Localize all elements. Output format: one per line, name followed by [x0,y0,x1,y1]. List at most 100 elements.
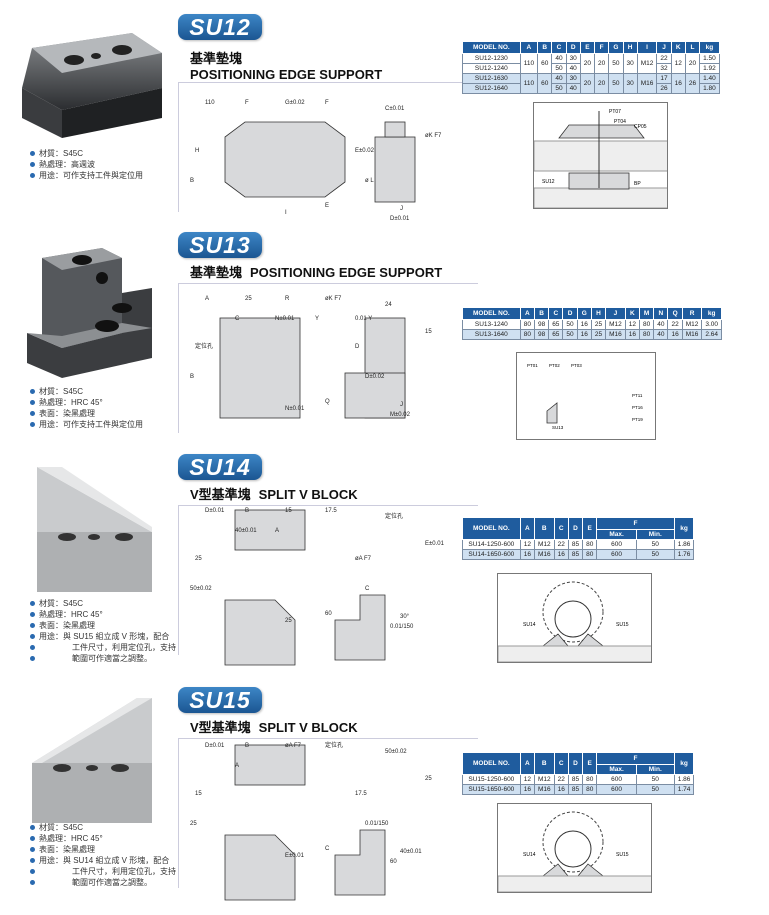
table-cell: 16 [576,329,592,340]
column-header: H [622,41,638,54]
divider [178,505,179,655]
table-cell: 16 [553,549,569,560]
dimension-label: 15 [195,791,202,797]
dimension-label: 50±0.02 [385,749,407,755]
spec-item: 材質：S45C [30,386,143,397]
dimension-label: E±0.01 [425,541,445,547]
table-cell: 98 [533,319,550,330]
spec-item: 材質：S45C [30,148,143,159]
dimension-label: A [235,763,239,769]
column-header: MODEL NO. [462,517,521,540]
dimension-label: 15 [285,508,292,514]
table-cell: 40 [653,329,669,340]
table-cell: 22 [553,774,569,785]
dimension-label: C±0.01 [385,106,405,112]
column-subheader: Min. [635,529,675,540]
dimension-label: øA F7 [355,556,372,562]
dimension-label: A [205,296,209,302]
table-cell: 30 [622,53,638,74]
column-header: I [636,41,658,54]
table-cell: 40 [565,83,581,94]
model-badge: SU12 [178,14,262,40]
dimension-label: 30° [400,614,410,620]
product-photo [12,693,167,833]
dimension-label: 110 [205,100,215,106]
column-header: K [624,307,641,320]
table-cell: 98 [533,329,550,340]
table-cell: 65 [548,319,564,330]
model-badge: SU13 [178,232,262,258]
table-cell: 80 [519,319,535,330]
table-cell: 20 [579,53,596,74]
dimension-label: J [400,206,403,212]
spec-item: 範圍可作適當之調整。 [30,653,176,664]
table-cell: 25 [590,329,607,340]
column-header: H [590,307,607,320]
table-cell: 50 [562,329,578,340]
dimension-label: F [245,100,249,106]
divider [178,82,478,83]
table-cell: 1.50 [699,53,720,64]
spec-item: 用途：與 SU14 組立成 V 形塊，配合 [30,855,176,866]
column-header: A [519,41,539,54]
column-header: F [596,752,675,765]
dimension-label: C [325,846,330,852]
table-cell: 50 [551,63,567,74]
table-cell: 16 [519,549,535,560]
divider [178,738,478,739]
column-header: J [605,307,626,320]
dimension-label: H [195,148,199,154]
column-header: kg [699,41,720,54]
column-header: K [670,41,686,54]
dimension-label: 25 [190,821,197,827]
column-header: B [537,41,553,54]
table-cell: 22 [667,319,683,330]
spec-item: 用途：可作支持工件與定位用 [30,419,143,430]
column-header: D [565,41,581,54]
table-cell: M12 [533,539,555,550]
table-cell: SU12-1630 [462,73,521,84]
spec-item: 用途：可作支持工件與定位用 [30,170,143,181]
column-header: A [519,307,535,320]
column-header: F [594,41,610,54]
dimension-label: D±0.02 [365,374,385,380]
product-photo [12,28,167,168]
table-cell: 16 [553,784,569,795]
divider [178,738,179,888]
spec-item: 範圍可作適當之調整。 [30,877,176,888]
table-cell: 80 [639,319,655,330]
dimension-label: 40±0.01 [400,849,422,855]
table-cell: 50 [562,319,578,330]
table-cell: 1.86 [673,539,695,550]
table-cell: 12 [519,774,535,785]
spec-item: 材質：S45C [30,822,176,833]
column-header: E [579,41,596,54]
table-cell: 1.80 [699,83,720,94]
spec-item: 表面：染黑處理 [30,408,143,419]
dimension-label: 60 [325,611,332,617]
spec-item: 熱處理：HRC 45° [30,833,176,844]
table-cell: 50 [635,774,675,785]
column-header: L [684,41,701,54]
table-cell: 80 [582,774,598,785]
dimension-label: Y [315,316,319,322]
table-cell: 85 [567,784,584,795]
dimension-label: 40±0.01 [235,528,257,534]
dimension-label: A [275,528,279,534]
column-header: N [653,307,669,320]
table-cell: 16 [576,319,592,330]
table-cell: M12 [605,319,626,330]
column-header: kg [673,752,695,775]
table-cell: M16 [636,73,658,94]
